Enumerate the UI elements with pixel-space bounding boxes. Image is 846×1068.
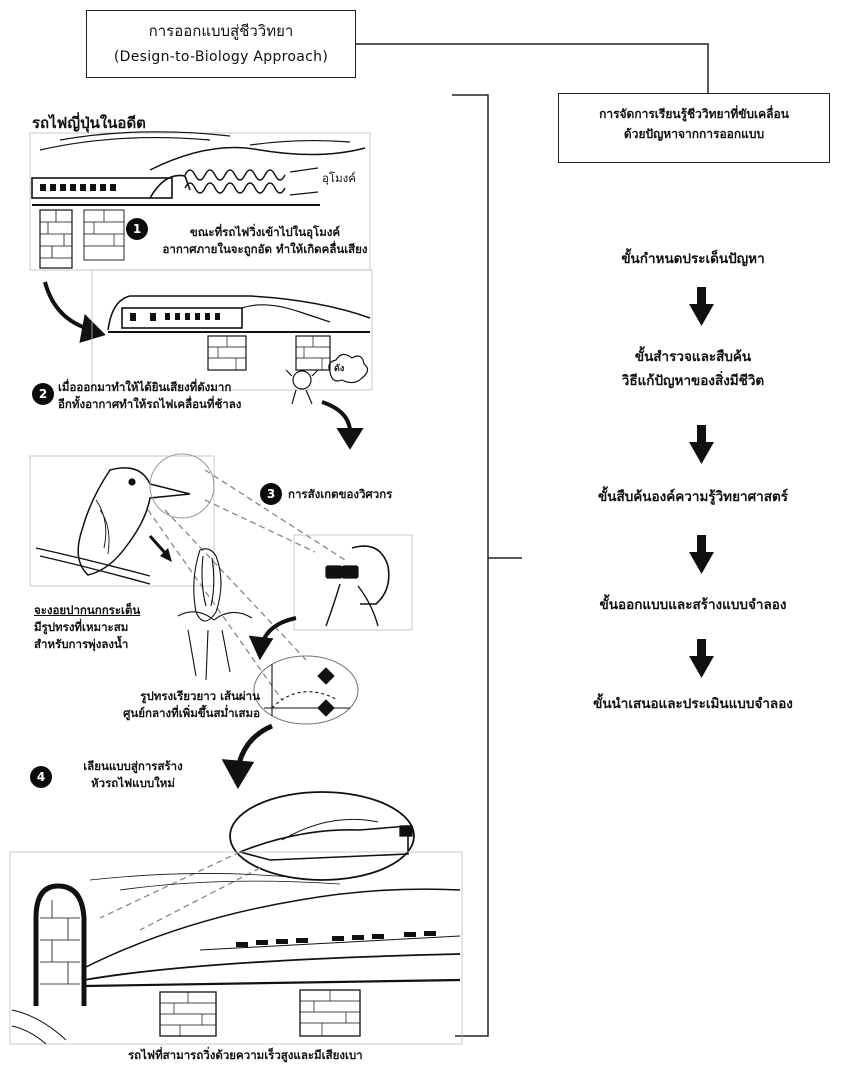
note-2-line1: เมื่อออกมาทำให้ได้ยินเสียงที่ดังมาก [58, 379, 241, 396]
binoculars-icon [326, 566, 358, 578]
down-arrow-icon [689, 425, 714, 464]
panel-engineer [294, 535, 412, 630]
step-1-label: ขั้นกำหนดประเด็นปัญหา [548, 247, 838, 271]
step-3-label: ขั้นสืบค้นองค์ความรู้วิทยาศาสตร์ [548, 485, 838, 509]
panel-new-train [10, 852, 462, 1044]
down-arrow-icon [689, 287, 714, 326]
shape-note: รูปทรงเรียวยาว เส้นผ่าน ศูนย์กลางที่เพิ่… [90, 688, 260, 722]
number-badge-3: 3 [260, 483, 282, 505]
number-badge-4: 4 [30, 766, 52, 788]
observation-lines [148, 470, 345, 700]
bird-note: จะงอยปากนกกระเต็น มีรูปทรงที่เหมาะสม สำห… [34, 602, 140, 653]
bird-note-line2: มีรูปทรงที่เหมาะสม [34, 619, 140, 636]
bracket [452, 95, 488, 1036]
note-2-line2: อีกทั้งอากาศทำให้รถไฟเคลื่อนที่ช้าลง [58, 396, 241, 413]
tunnel-label: อุโมงค์ [322, 170, 356, 187]
note-4: เลียนแบบสู่การสร้าง หัวรถไฟแบบใหม่ [58, 758, 208, 792]
title-english: (Design-to-Biology Approach) [87, 49, 355, 65]
step-2: ขั้นสำรวจและสืบค้น วิธีแก้ปัญหาของสิ่งมี… [548, 345, 838, 393]
panel-new-nose-magnified [230, 792, 414, 880]
shape-note-line1: รูปทรงเรียวยาว เส้นผ่าน [90, 688, 260, 705]
note-2: เมื่อออกมาทำให้ได้ยินเสียงที่ดังมาก อีกท… [58, 379, 241, 413]
curved-arrow-icon [252, 618, 296, 656]
shape-diagram [254, 656, 358, 724]
curved-arrow-icon [322, 402, 360, 446]
step-4: ขั้นออกแบบและสร้างแบบจำลอง [548, 593, 838, 617]
arrow-to-splash [150, 536, 172, 562]
note-1-line2: อากาศภายในจะถูกอัด ทำให้เกิดคลื่นเสียง [150, 241, 380, 258]
curved-arrow-icon [226, 726, 272, 784]
note-3: การสังเกตของวิศวกร [288, 486, 392, 503]
down-arrow-icon [689, 639, 714, 678]
panel-kingfisher [30, 454, 214, 586]
final-caption: รถไฟที่สามารถวิ่งด้วยความเร็วสูงและมีเสี… [128, 1047, 363, 1064]
title-thai: การออกแบบสู่ชีววิทยา [87, 19, 355, 43]
note-4-line1: เลียนแบบสู่การสร้าง [58, 758, 208, 775]
step-3: ขั้นสืบค้นองค์ความรู้วิทยาศาสตร์ [548, 485, 838, 509]
shape-note-line2: ศูนย์กลางที่เพิ่มขึ้นสม่ำเสมอ [90, 705, 260, 722]
step-2-label-line2: วิธีแก้ปัญหาของสิ่งมีชีวิต [548, 369, 838, 393]
step-2-label-line1: ขั้นสำรวจและสืบค้น [548, 345, 838, 369]
section-title: รถไฟญี่ปุ่นในอดีต [32, 111, 146, 135]
sound-label: ดัง [334, 361, 344, 378]
number-badge-2: 2 [32, 383, 54, 405]
step-4-label: ขั้นออกแบบและสร้างแบบจำลอง [548, 593, 838, 617]
right-box-line2: ด้วยปัญหาจากการออกแบบ [559, 124, 829, 144]
bird-note-line3: สำหรับการพุ่งลงน้ำ [34, 636, 140, 653]
magnify-lines [100, 852, 260, 930]
step-1: ขั้นกำหนดประเด็นปัญหา [548, 247, 838, 271]
note-1: ขณะที่รถไฟวิ่งเข้าไปในอุโมงค์ อากาศภายใน… [150, 224, 380, 258]
right-approach-box: การจัดการเรียนรู้ชีววิทยาที่ขับเคลื่อน ด… [558, 93, 830, 163]
curved-arrow-icon [45, 282, 102, 340]
bird-note-line1: จะงอยปากนกกระเต็น [34, 602, 140, 619]
number-badge-1: 1 [126, 218, 148, 240]
note-1-line1: ขณะที่รถไฟวิ่งเข้าไปในอุโมงค์ [150, 224, 380, 241]
step-5-label: ขั้นนำเสนอและประเมินแบบจำลอง [548, 692, 838, 716]
right-box-line1: การจัดการเรียนรู้ชีววิทยาที่ขับเคลื่อน [559, 104, 829, 124]
title-box: การออกแบบสู่ชีววิทยา (Design-to-Biology … [86, 10, 356, 78]
note-4-line2: หัวรถไฟแบบใหม่ [58, 775, 208, 792]
connector-title-to-right [356, 44, 708, 93]
down-arrow-icon [689, 535, 714, 574]
step-5: ขั้นนำเสนอและประเมินแบบจำลอง [548, 692, 838, 716]
